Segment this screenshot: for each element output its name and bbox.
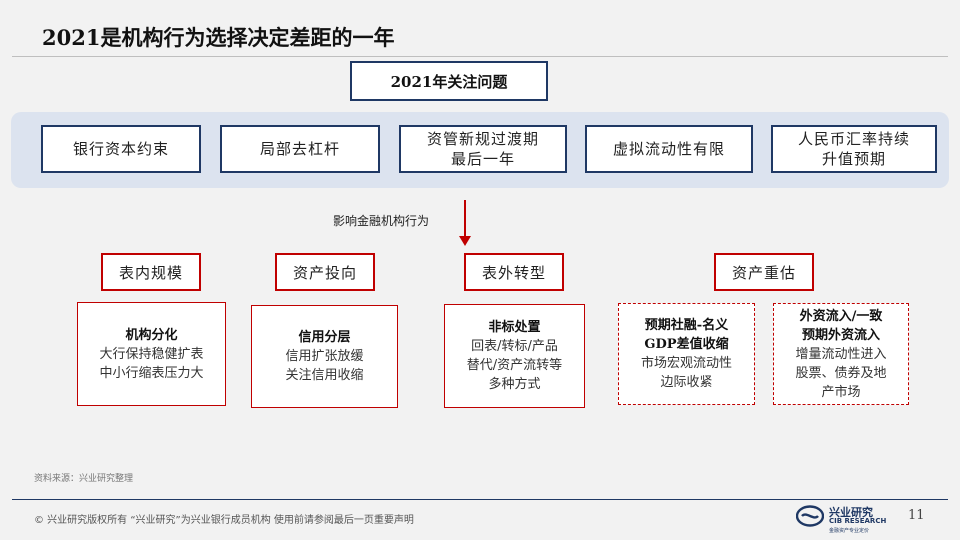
card-line: 市场宏观流动性: [640, 356, 732, 371]
factor-box-asset-mgmt: 资管新规过渡期 最后一年: [399, 125, 567, 173]
card-line: 回表/转标/产品: [471, 339, 558, 354]
card-credit-tiering: 信用分层 信用扩张放缓 关注信用收缩: [251, 305, 398, 408]
footer-divider: [12, 499, 948, 500]
focus-box: 2021年关注问题: [350, 61, 548, 101]
page-number: 11: [908, 508, 925, 523]
card-line: 边际收紧: [660, 375, 713, 390]
card-nonstandard-disposal: 非标处置 回表/转标/产品 替代/资产流转等 多种方式: [444, 304, 585, 408]
card-heading: 信用分层: [298, 330, 351, 345]
card-tsf-gdp-gap: 预期社融-名义 GDP差值收缩 市场宏观流动性 边际收紧: [618, 303, 755, 405]
card-heading: 非标处置: [488, 320, 541, 335]
factor-box-fx: 人民币汇率持续 升值预期: [771, 125, 937, 173]
card-line: 大行保持稳健扩表: [99, 346, 204, 362]
factor-box-liquidity: 虚拟流动性有限: [585, 125, 753, 173]
logo-text-en: CIB RESEARCH: [829, 517, 887, 525]
logo-tagline: 金融资产专业定价: [829, 528, 870, 534]
down-arrow-shaft: [464, 200, 466, 236]
card-line: 替代/资产流转等: [466, 358, 563, 373]
category-on-balance: 表内规模: [101, 253, 201, 291]
card-heading: 预期社融-名义 GDP差值收缩: [644, 318, 729, 352]
factor-box-capital: 银行资本约束: [41, 125, 201, 173]
card-line: 股票、债券及地: [795, 365, 887, 381]
category-off-balance: 表外转型: [464, 253, 564, 291]
logo-text-cn: 兴业研究: [829, 506, 873, 519]
card-line: 产市场: [821, 384, 861, 400]
copyright-notice: © 兴业研究版权所有 “兴业研究”为兴业银行成员机构 使用前请参阅最后一页重要声…: [34, 515, 414, 526]
card-heading: 外资流入/一致 预期外资流入: [799, 308, 883, 343]
arrow-label: 影响金融机构行为: [333, 214, 430, 228]
source-note: 资料来源：兴业研究整理: [34, 474, 134, 484]
card-heading: 机构分化: [125, 327, 178, 343]
cib-logo-icon: [796, 505, 824, 527]
factor-box-deleverage: 局部去杠杆: [220, 125, 380, 173]
card-line: 增量流动性进入: [795, 346, 887, 362]
title-divider: [12, 56, 948, 57]
card-institution-divergence: 机构分化 大行保持稳健扩表 中小行缩表压力大: [77, 302, 226, 406]
card-line: 多种方式: [488, 377, 541, 392]
category-revaluation: 资产重估: [714, 253, 814, 291]
card-line: 信用扩张放缓: [285, 349, 364, 364]
card-line: 中小行缩表压力大: [99, 365, 204, 381]
card-line: 关注信用收缩: [285, 368, 364, 383]
category-asset-allocation: 资产投向: [275, 253, 375, 291]
down-arrow-icon: [459, 236, 471, 246]
page-title: 2021是机构行为选择决定差距的一年: [42, 25, 395, 50]
card-foreign-inflow: 外资流入/一致 预期外资流入 增量流动性进入 股票、债券及地 产市场: [773, 303, 909, 405]
